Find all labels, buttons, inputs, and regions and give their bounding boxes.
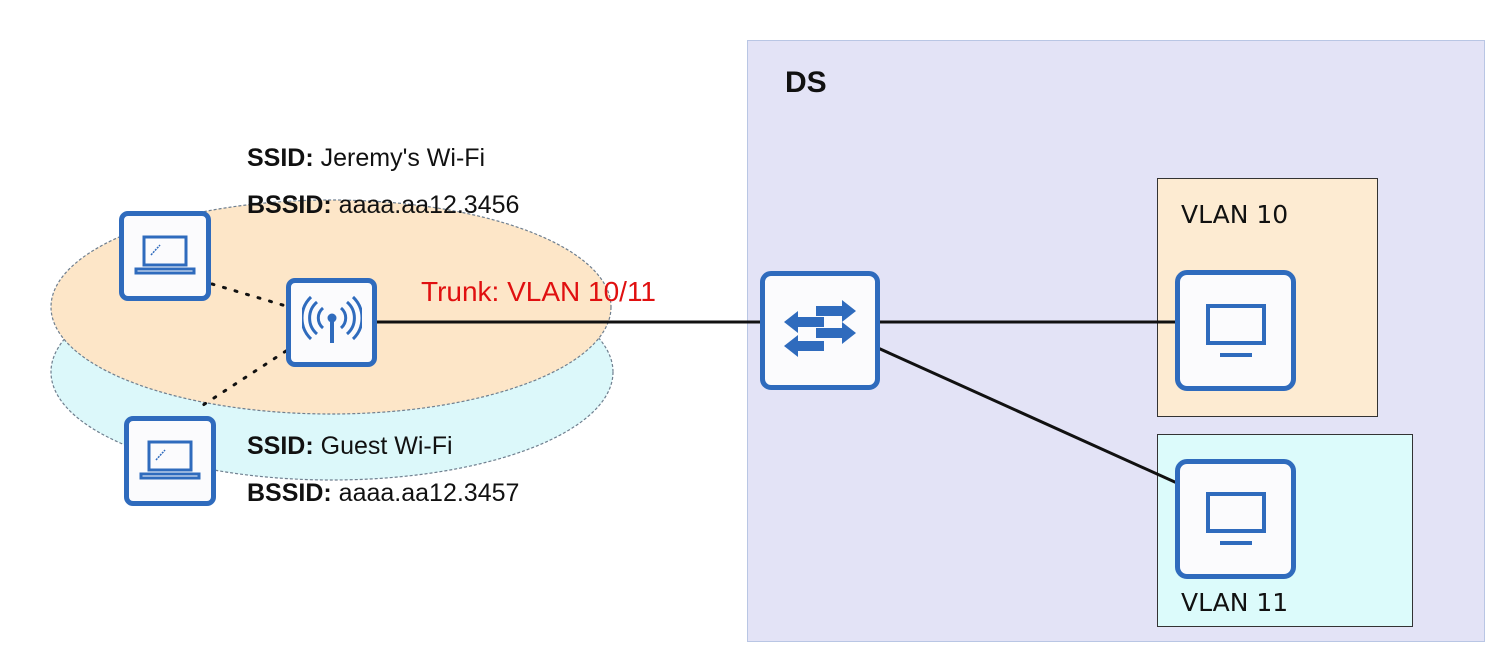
pc-vlan-10[interactable]	[1175, 270, 1296, 391]
bssid-key: BSSID:	[247, 479, 332, 507]
laptop-icon	[134, 235, 196, 275]
ssid-jeremy-label: SSID: Jeremy's Wi-Fi	[247, 144, 485, 173]
ssid-key: SSID:	[247, 432, 314, 460]
laptop-2[interactable]	[124, 416, 216, 506]
bssid-key: BSSID:	[247, 191, 332, 219]
wireless-link-laptop-1	[210, 282, 288, 308]
access-point[interactable]	[286, 278, 377, 367]
bssid-value: aaaa.aa12.3457	[331, 479, 520, 507]
vlan-10-label: VLAN 10	[1181, 200, 1289, 229]
link-switch-pc-vlan11	[877, 346, 1178, 485]
laptop-icon	[139, 440, 201, 480]
bssid-value: aaaa.aa12.3456	[331, 191, 520, 219]
ssid-value: Jeremy's Wi-Fi	[313, 144, 486, 172]
switch[interactable]	[760, 271, 880, 390]
trunk-label: Trunk: VLAN 10/11	[421, 276, 657, 307]
ssid-value: Guest Wi-Fi	[313, 432, 453, 460]
laptop-1[interactable]	[119, 211, 211, 301]
bssid-jeremy-label: BSSID: aaaa.aa12.3456	[247, 191, 519, 220]
ds-title: DS	[785, 66, 827, 99]
ssid-guest-label: SSID: Guest Wi-Fi	[247, 432, 453, 461]
vlan-11-label: VLAN 11	[1181, 588, 1289, 617]
desktop-icon	[1205, 492, 1266, 545]
switch-icon	[784, 299, 856, 357]
ssid-key: SSID:	[247, 144, 314, 172]
wireless-access-point-icon	[301, 295, 362, 343]
pc-vlan-11[interactable]	[1175, 459, 1296, 579]
desktop-icon	[1205, 303, 1266, 357]
bssid-guest-label: BSSID: aaaa.aa12.3457	[247, 479, 519, 508]
